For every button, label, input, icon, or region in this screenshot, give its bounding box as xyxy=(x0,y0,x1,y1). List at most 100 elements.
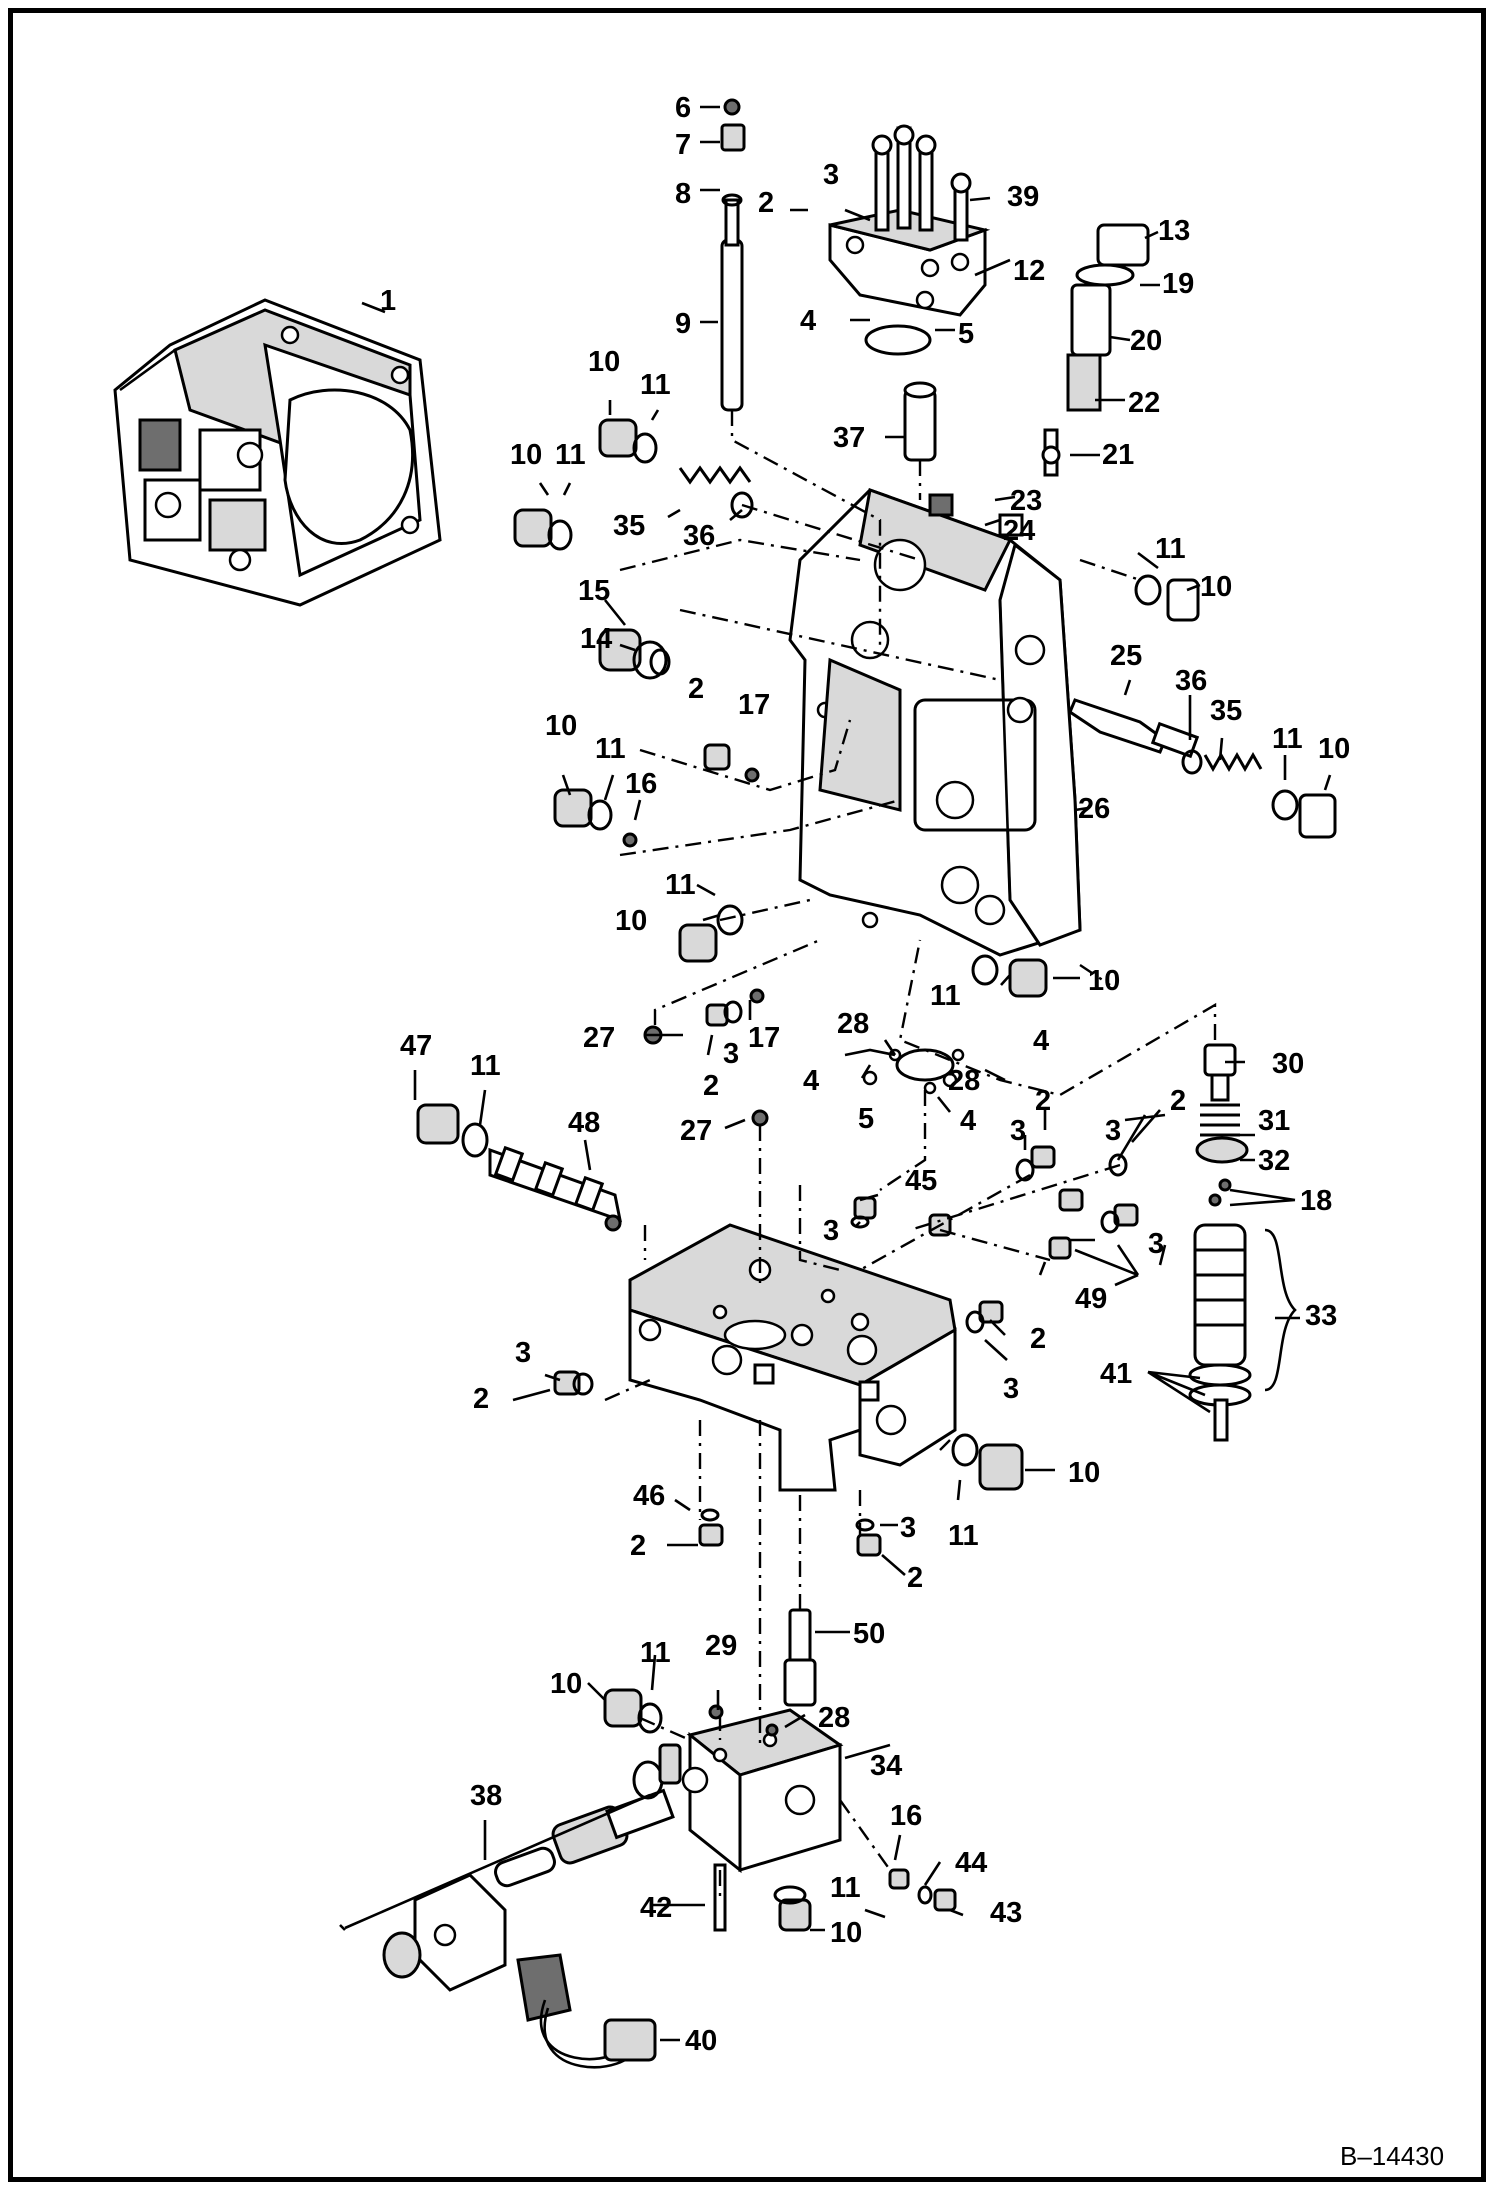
callout: 2 xyxy=(630,1530,646,1562)
callout: 17 xyxy=(748,1022,780,1054)
callout: 2 xyxy=(688,673,704,705)
callout: 47 xyxy=(400,1030,432,1062)
callout: 27 xyxy=(680,1115,712,1147)
callout: 44 xyxy=(955,1847,987,1879)
callout: 23 xyxy=(1010,485,1042,517)
callout: 28 xyxy=(948,1065,980,1097)
callout: 50 xyxy=(853,1618,885,1650)
callout: 26 xyxy=(1078,793,1110,825)
callout: 35 xyxy=(613,510,645,542)
callout: 3 xyxy=(515,1337,531,1369)
callout: 39 xyxy=(1007,181,1039,213)
callout: 34 xyxy=(870,1750,902,1782)
callout: 37 xyxy=(833,422,865,454)
solenoid-block-part xyxy=(603,1688,957,1932)
callout: 41 xyxy=(1100,1358,1132,1390)
callout: 3 xyxy=(723,1038,739,1070)
callout: 35 xyxy=(1210,695,1242,727)
callout: 22 xyxy=(1128,387,1160,419)
callout: 4 xyxy=(960,1105,976,1137)
callout: 2 xyxy=(1035,1085,1051,1117)
callout: 21 xyxy=(1102,439,1134,471)
callout: 11 xyxy=(1155,533,1186,565)
valve-body-part xyxy=(788,487,1082,957)
callout: 32 xyxy=(1258,1145,1290,1177)
callout: 13 xyxy=(1158,215,1190,247)
fitting-part xyxy=(864,324,937,462)
callout: 15 xyxy=(578,575,610,607)
callout: 28 xyxy=(818,1702,850,1734)
callout: 33 xyxy=(1305,1300,1337,1332)
callout: 11 xyxy=(1272,723,1303,755)
motor-assembly-part xyxy=(113,298,442,607)
callout: 45 xyxy=(905,1165,937,1197)
callout: 5 xyxy=(958,318,974,350)
callout: 3 xyxy=(1010,1115,1026,1147)
cartridge-part xyxy=(1041,223,1150,477)
callout: 16 xyxy=(890,1800,922,1832)
callout: 4 xyxy=(1033,1025,1049,1057)
callout: 40 xyxy=(685,2025,717,2057)
callout: 10 xyxy=(1088,965,1120,997)
callout: 43 xyxy=(990,1897,1022,1929)
callout: 24 xyxy=(1003,515,1035,547)
spool-48-part xyxy=(416,1103,622,1232)
callout: 29 xyxy=(705,1630,737,1662)
callout: 11 xyxy=(470,1050,501,1082)
cover-plate-part xyxy=(828,124,991,317)
left-plugs-part xyxy=(513,418,1048,998)
callout: 20 xyxy=(1130,325,1162,357)
callout: 2 xyxy=(907,1562,923,1594)
callout: 36 xyxy=(1175,665,1207,697)
spool-pin-part xyxy=(720,98,746,412)
callout: 7 xyxy=(675,129,691,161)
callout: 3 xyxy=(823,1215,839,1247)
callout: 11 xyxy=(555,439,586,471)
callout: 19 xyxy=(1162,268,1194,300)
callout: 3 xyxy=(823,159,839,191)
callout: 2 xyxy=(758,187,774,219)
callout: 11 xyxy=(640,369,671,401)
callout: 3 xyxy=(1148,1228,1164,1260)
callout: 25 xyxy=(1110,640,1142,672)
callout: 9 xyxy=(675,308,691,340)
callout: 36 xyxy=(683,520,715,552)
callout: 16 xyxy=(625,768,657,800)
callout: 10 xyxy=(615,905,647,937)
right-cartridge-part xyxy=(1188,1043,1297,1442)
manifold-block-part xyxy=(553,1145,1139,1557)
callout: 46 xyxy=(633,1480,665,1512)
callout: 2 xyxy=(1170,1085,1186,1117)
callout: 2 xyxy=(473,1383,489,1415)
callout: 14 xyxy=(580,623,612,655)
callout: 11 xyxy=(830,1872,861,1904)
callout: 11 xyxy=(930,980,961,1012)
callout: 11 xyxy=(948,1520,979,1552)
callout: 10 xyxy=(830,1917,862,1949)
callout: 8 xyxy=(675,178,691,210)
callout: 10 xyxy=(1068,1457,1100,1489)
callout: 3 xyxy=(1003,1373,1019,1405)
bolt-part xyxy=(783,1608,817,1707)
callout: 10 xyxy=(1200,571,1232,603)
callout: 4 xyxy=(803,1065,819,1097)
callout: 30 xyxy=(1272,1048,1304,1080)
callout: 11 xyxy=(595,733,626,765)
callout: 18 xyxy=(1300,1185,1332,1217)
callout: 3 xyxy=(900,1512,916,1544)
middle-small-parts xyxy=(643,988,965,1127)
callout: 6 xyxy=(675,92,691,124)
callout: 11 xyxy=(665,869,696,901)
callout: 3 xyxy=(1105,1115,1121,1147)
callout: 5 xyxy=(858,1103,874,1135)
solenoid-part xyxy=(344,1743,682,2069)
callout: 4 xyxy=(800,305,816,337)
callout: 17 xyxy=(738,689,770,721)
drawing-reference-number: B–14430 xyxy=(1340,2141,1444,2171)
callout: 2 xyxy=(1030,1323,1046,1355)
callout: 12 xyxy=(1013,255,1045,287)
callout: 10 xyxy=(510,439,542,471)
callout: 49 xyxy=(1075,1283,1107,1315)
callout: 31 xyxy=(1258,1105,1290,1137)
